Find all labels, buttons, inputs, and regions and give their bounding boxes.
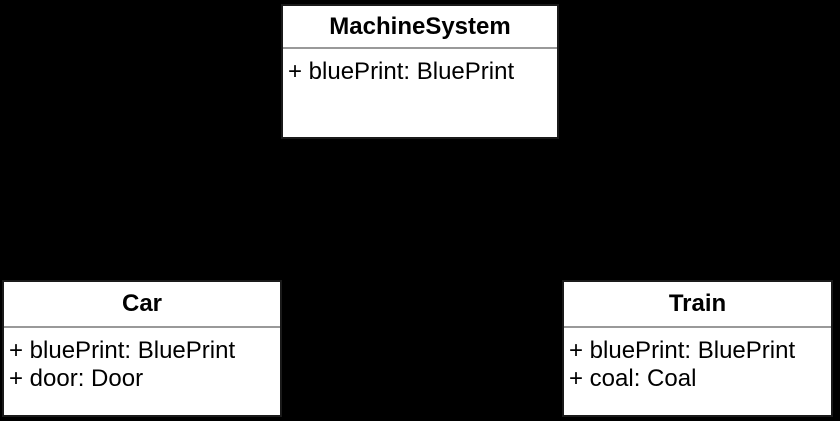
attribute-line: + bluePrint: BluePrint [288,58,515,85]
class-node-train[interactable]: Train + bluePrint: BluePrint + coal: Coa… [562,280,833,417]
class-attributes: + bluePrint: BluePrint [283,49,557,86]
attribute-line: + bluePrint: BluePrint [569,337,796,364]
attribute-line: + coal: Coal [569,365,697,392]
class-node-car[interactable]: Car + bluePrint: BluePrint + door: Door [2,280,282,417]
class-title: Car [4,282,280,328]
attribute-line: + door: Door [9,365,144,392]
class-node-machinesystem[interactable]: MachineSystem + bluePrint: BluePrint [281,4,559,139]
class-title: Train [564,282,831,328]
attribute-line: + bluePrint: BluePrint [9,337,236,364]
class-title: MachineSystem [283,6,557,49]
class-attributes: + bluePrint: BluePrint + door: Door [4,328,280,393]
class-attributes: + bluePrint: BluePrint + coal: Coal [564,328,831,393]
